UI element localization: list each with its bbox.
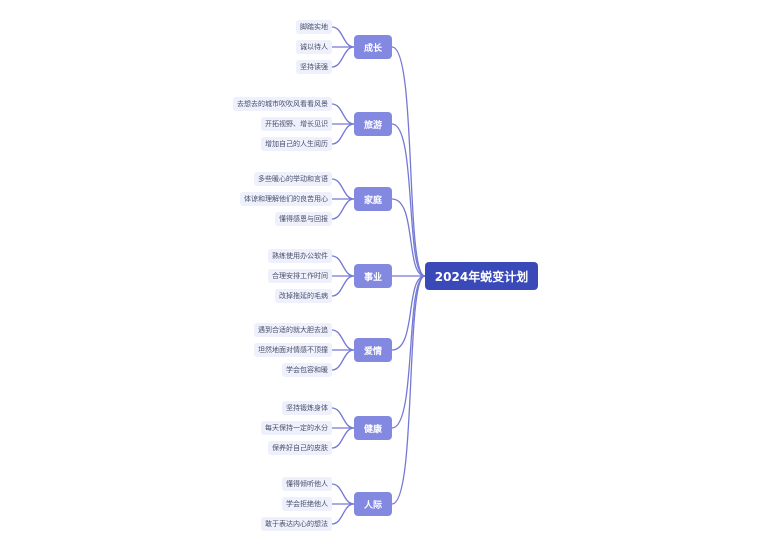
leaf-connector (331, 483, 355, 505)
topic-connector (391, 46, 426, 277)
leaf-love-3[interactable]: 学会包容和暖 (282, 363, 332, 377)
topic-connector (391, 123, 426, 277)
leaf-connector (331, 503, 355, 525)
leaf-connector (331, 103, 355, 125)
leaf-health-3[interactable]: 保养好自己的皮肤 (268, 441, 332, 455)
leaf-connector (331, 329, 355, 351)
leaf-health-1[interactable]: 坚持锻炼身体 (282, 401, 332, 415)
leaf-health-2[interactable]: 每天保持一定的水分 (261, 421, 332, 435)
leaf-connector (331, 198, 355, 220)
leaf-career-3[interactable]: 改掉拖延的毛病 (275, 289, 332, 303)
leaf-travel-2[interactable]: 开拓视野、增长见识 (261, 117, 332, 131)
topic-love[interactable]: 爱情 (354, 338, 392, 362)
leaf-connector (331, 26, 355, 48)
leaf-social-1[interactable]: 懂得倾听他人 (282, 477, 332, 491)
leaf-love-1[interactable]: 遇到合适的就大胆去追 (254, 323, 332, 337)
leaf-growth-1[interactable]: 脚踏实地 (296, 20, 332, 34)
leaf-connector (331, 407, 355, 429)
topic-social[interactable]: 人际 (354, 492, 392, 516)
topic-connector (391, 198, 426, 277)
topic-connector (391, 275, 426, 351)
leaf-connector (331, 349, 355, 371)
leaf-career-2[interactable]: 合理安排工作时间 (268, 269, 332, 283)
leaf-family-2[interactable]: 体谅和理解他们的良苦用心 (240, 192, 332, 206)
leaf-family-1[interactable]: 多些暖心的举动和言语 (254, 172, 332, 186)
leaf-travel-3[interactable]: 增加自己的人生阅历 (261, 137, 332, 151)
leaf-connector (331, 275, 355, 297)
leaf-connector (331, 178, 355, 200)
leaf-connector (331, 46, 355, 68)
topic-career[interactable]: 事业 (354, 264, 392, 288)
topic-growth[interactable]: 成长 (354, 35, 392, 59)
topic-travel[interactable]: 旅游 (354, 112, 392, 136)
leaf-growth-2[interactable]: 诚以待人 (296, 40, 332, 54)
topic-health[interactable]: 健康 (354, 416, 392, 440)
topic-connector (391, 275, 426, 429)
leaf-connector (331, 255, 355, 277)
leaf-travel-1[interactable]: 去想去的城市吹吹风看看风景 (233, 97, 332, 111)
leaf-social-2[interactable]: 学会拒绝他人 (282, 497, 332, 511)
topic-connector (391, 275, 426, 505)
leaf-social-3[interactable]: 敢于表达内心的想法 (261, 517, 332, 531)
leaf-connector (331, 123, 355, 145)
topic-family[interactable]: 家庭 (354, 187, 392, 211)
leaf-career-1[interactable]: 熟练使用办公软件 (268, 249, 332, 263)
root-node[interactable]: 2024年蜕变计划 (425, 262, 538, 290)
leaf-family-3[interactable]: 懂得感恩与回报 (275, 212, 332, 226)
leaf-growth-3[interactable]: 坚持读强 (296, 60, 332, 74)
leaf-connector (331, 427, 355, 449)
leaf-love-2[interactable]: 坦然地面对情感不顶撞 (254, 343, 332, 357)
